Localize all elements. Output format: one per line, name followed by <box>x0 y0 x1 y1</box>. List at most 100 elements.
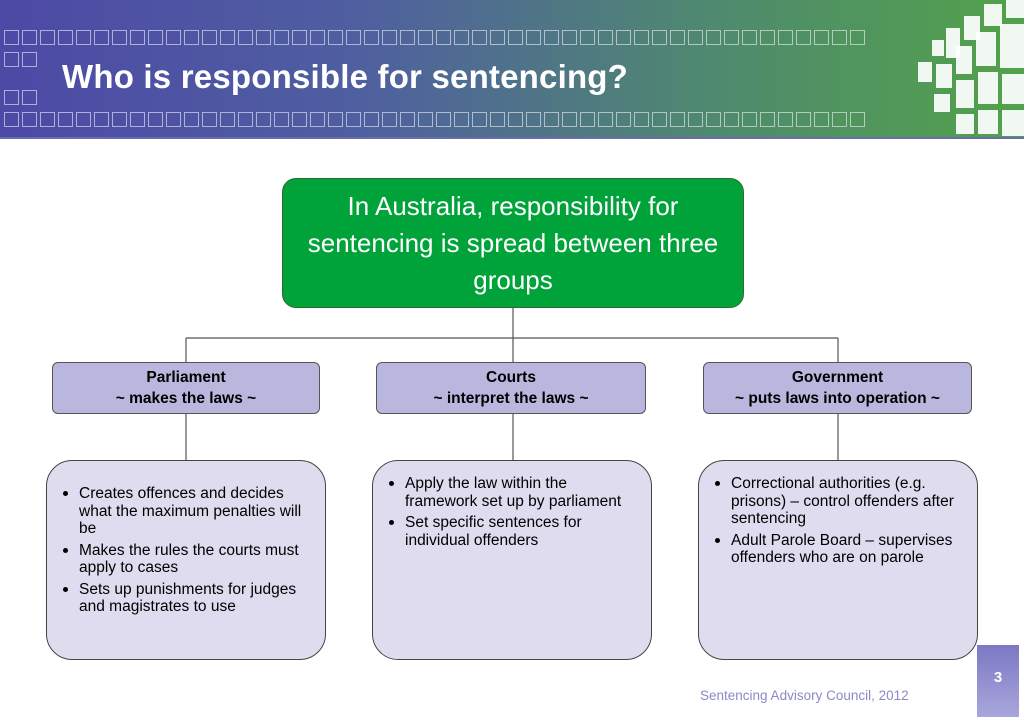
header-square <box>544 30 559 45</box>
header-square <box>112 30 127 45</box>
header-square <box>724 30 739 45</box>
slide-title: Who is responsible for sentencing? <box>62 58 629 95</box>
header-square <box>472 112 487 127</box>
header-square <box>148 112 163 127</box>
header-square <box>832 30 847 45</box>
group-name-government: Government <box>791 369 884 386</box>
header-square <box>562 30 577 45</box>
header-square <box>256 112 271 127</box>
header-square <box>364 30 379 45</box>
government-bullet-list: Correctional authorities (e.g. prisons) … <box>713 475 955 567</box>
header-square <box>238 112 253 127</box>
header-square <box>670 30 685 45</box>
header-square <box>652 30 667 45</box>
header-square <box>94 30 109 45</box>
header-square <box>22 30 37 45</box>
header-square <box>400 112 415 127</box>
header-square <box>598 30 613 45</box>
header-square <box>184 112 199 127</box>
header-square <box>274 30 289 45</box>
page-number: 3 <box>977 645 1019 717</box>
header-square <box>526 30 541 45</box>
header-square <box>688 112 703 127</box>
header-square <box>634 112 649 127</box>
header-square <box>454 30 469 45</box>
header-square <box>508 30 523 45</box>
header-square <box>472 30 487 45</box>
detail-box-government: Correctional authorities (e.g. prisons) … <box>698 460 978 660</box>
group-role-courts: ~ interpret the laws ~ <box>433 390 589 407</box>
header-square <box>346 30 361 45</box>
header-square <box>4 112 19 127</box>
slide-header: Who is responsible for sentencing? <box>0 0 1024 137</box>
header-square <box>274 112 289 127</box>
header-square <box>778 30 793 45</box>
group-box-government: Government ~ puts laws into operation ~ <box>703 362 972 414</box>
header-divider <box>0 137 1024 139</box>
header-square <box>202 112 217 127</box>
header-square <box>832 112 847 127</box>
header-square <box>22 90 37 105</box>
header-square <box>634 30 649 45</box>
group-role-parliament: ~ makes the laws ~ <box>115 390 257 407</box>
header-square <box>670 112 685 127</box>
header-square <box>544 112 559 127</box>
header-square <box>328 112 343 127</box>
group-name-courts: Courts <box>486 369 536 386</box>
header-square <box>418 30 433 45</box>
list-item: Apply the law within the framework set u… <box>387 475 629 510</box>
header-square <box>310 30 325 45</box>
parliament-bullet-list: Creates offences and decides what the ma… <box>61 485 307 616</box>
header-square <box>310 112 325 127</box>
header-square <box>580 112 595 127</box>
list-item: Set specific sentences for individual of… <box>387 514 629 549</box>
header-square <box>202 30 217 45</box>
header-square <box>4 30 19 45</box>
header-square <box>328 30 343 45</box>
list-item: Makes the rules the courts must apply to… <box>61 542 307 577</box>
header-square <box>40 30 55 45</box>
header-square <box>724 112 739 127</box>
list-item: Correctional authorities (e.g. prisons) … <box>713 475 955 528</box>
header-square <box>238 30 253 45</box>
header-square <box>130 112 145 127</box>
header-square <box>814 30 829 45</box>
header-square <box>4 90 19 105</box>
header-square <box>40 112 55 127</box>
header-square <box>112 112 127 127</box>
header-square <box>688 30 703 45</box>
header-square <box>220 30 235 45</box>
header-square <box>346 112 361 127</box>
group-role-government: ~ puts laws into operation ~ <box>735 390 940 407</box>
header-square <box>616 112 631 127</box>
header-square <box>256 30 271 45</box>
header-square <box>76 112 91 127</box>
header-square <box>760 112 775 127</box>
header-square <box>94 112 109 127</box>
header-square <box>130 30 145 45</box>
header-square <box>148 30 163 45</box>
header-square <box>22 112 37 127</box>
header-square <box>490 112 505 127</box>
header-square-row <box>4 90 37 105</box>
footer-credit: Sentencing Advisory Council, 2012 <box>700 688 909 703</box>
header-square <box>220 112 235 127</box>
header-square <box>616 30 631 45</box>
header-square <box>562 112 577 127</box>
header-square <box>58 30 73 45</box>
header-square <box>436 112 451 127</box>
header-square <box>526 112 541 127</box>
header-square <box>76 30 91 45</box>
header-square <box>796 112 811 127</box>
header-square <box>292 30 307 45</box>
header-square <box>814 112 829 127</box>
header-block-pattern <box>914 0 1024 137</box>
header-square <box>850 112 865 127</box>
header-square <box>850 30 865 45</box>
list-item: Sets up punishments for judges and magis… <box>61 581 307 616</box>
header-square <box>166 30 181 45</box>
header-square <box>364 112 379 127</box>
header-square <box>760 30 775 45</box>
header-square <box>742 30 757 45</box>
header-square <box>436 30 451 45</box>
